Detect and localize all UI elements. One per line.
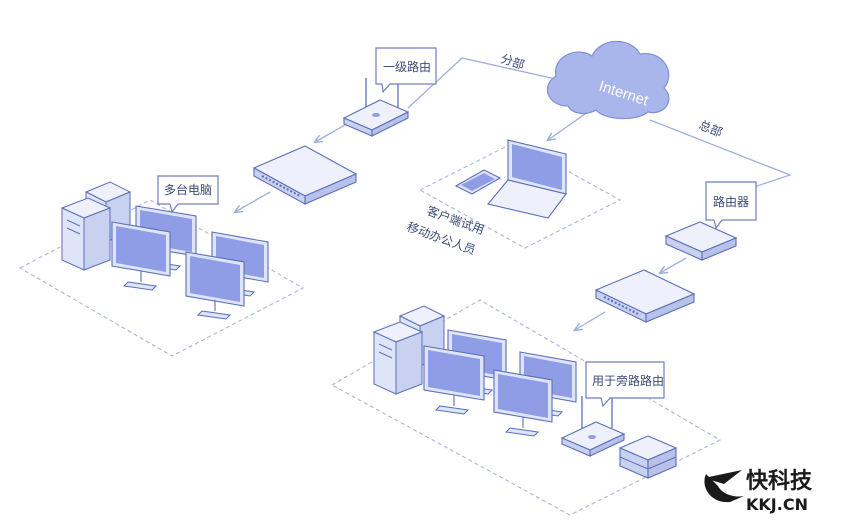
laptop [487, 139, 567, 219]
multi-pc-callout: 多台电脑 [157, 175, 219, 214]
callout-box [375, 47, 437, 94]
hq-switch-to-pcs-arrow [575, 311, 606, 330]
switch-ports-icon [261, 175, 301, 197]
primary-router [342, 78, 410, 137]
branch-pc-area-frame [18, 199, 305, 357]
client-area-frame [418, 141, 622, 249]
hq-link-label: 总部 [697, 117, 725, 140]
branch-switch [252, 145, 358, 205]
server-stack [618, 435, 678, 479]
cloud-shape [546, 40, 670, 120]
router-label: 路由器 [713, 194, 749, 209]
pc-monitor [493, 369, 553, 437]
branch-pc-group [60, 181, 269, 320]
router-front-face [701, 237, 737, 261]
router-indicator-icon [372, 113, 380, 117]
switch-ports-icon [603, 296, 641, 316]
hq-switch [594, 269, 696, 323]
multi-pc-label: 多台电脑 [164, 182, 212, 197]
kkj-brand-text: 快科技 [746, 469, 813, 494]
internet-cloud: Internet [546, 40, 670, 120]
pc-monitor [423, 345, 485, 415]
kkj-domain-text: KKJ.CN [746, 495, 808, 514]
bypass-router-label: 用于旁路路由 [592, 373, 664, 388]
pc-tower [60, 197, 112, 271]
primary-router-label: 一级路由 [383, 59, 431, 74]
hq-pc-group [372, 305, 577, 437]
pc-tower [372, 321, 424, 395]
router-to-switch-arrow [315, 124, 346, 142]
kkj-watermark: 快科技 KKJ.CN [704, 469, 813, 514]
hq-router-callout: 路由器 [705, 181, 757, 230]
callout-box [705, 181, 757, 230]
internet-to-client-arrow [548, 111, 589, 140]
switch-to-pcs-arrow [235, 191, 271, 212]
kkj-logo-icon [704, 470, 744, 503]
callout-box [157, 175, 219, 214]
router-front-face [589, 433, 625, 457]
bypass-router [560, 396, 626, 457]
router-front-face [371, 111, 409, 137]
pc-monitor [185, 251, 245, 320]
branch-link-label: 分部 [499, 51, 526, 73]
callout-box [585, 361, 665, 408]
primary-router-callout: 一级路由 [375, 47, 437, 94]
router-indicator-icon [588, 435, 596, 439]
switch-front-face [304, 173, 357, 205]
switch-front-face [645, 293, 695, 323]
pc-monitor [111, 221, 171, 291]
hq-router [664, 221, 738, 261]
branch-link-line [407, 57, 561, 109]
bypass-router-callout: 用于旁路路由 [585, 361, 665, 408]
smartphone [454, 169, 502, 195]
router-to-hq-switch-arrow [660, 257, 687, 273]
client-devices [454, 139, 567, 219]
